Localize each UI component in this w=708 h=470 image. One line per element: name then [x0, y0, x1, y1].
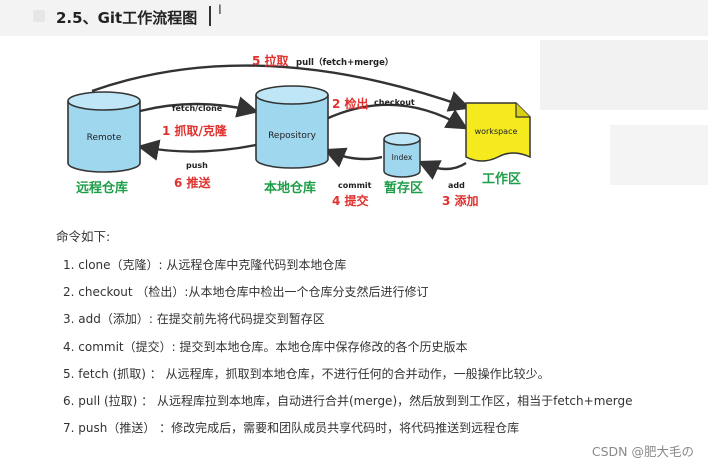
commit-arrow	[323, 147, 383, 168]
heading-collapse-icon[interactable]	[33, 10, 45, 22]
repository-node: Repository	[255, 85, 329, 169]
csdn-watermark: CSDN @肥大毛の	[591, 444, 694, 459]
section-heading[interactable]: 2.5、Git工作流程图	[56, 9, 198, 27]
command-item-fetch: 5. fetch (抓取) ： 从远程库，抓取到本地仓库，不进行任何的合并动作，…	[63, 366, 550, 381]
workspace-label: workspace	[475, 127, 518, 136]
command-item-commit: 4. commit（提交）: 提交到本地仓库。本地仓库中保存修改的各个历史版本	[63, 339, 468, 354]
index-label: Index	[392, 153, 413, 162]
fetch-command-label: fetch/clone	[172, 104, 223, 113]
commit-command-label: commit	[338, 181, 372, 190]
editor-caret	[209, 6, 211, 26]
remote-label: Remote	[87, 133, 122, 143]
command-item-add: 3. add（添加）: 在提交前先将代码提交到暂存区	[63, 312, 325, 327]
side-panel-shade-lower	[610, 125, 708, 185]
command-item-pull: 6. pull (拉取) ： 从远程库拉到本地库，自动进行合并(merge)，然…	[63, 393, 633, 408]
side-panel-shade	[540, 40, 708, 110]
add-step-label: 3 添加	[442, 193, 479, 208]
fetch-arrow	[139, 96, 259, 118]
commit-step-label: 4 提交	[332, 193, 369, 208]
text-cursor-icon: Ⅰ	[218, 3, 222, 18]
push-command-label: push	[186, 161, 208, 170]
command-item-push: 7. push（推送） ：修改完成后，需要和团队成员共享代码时，将代码推送到远程…	[63, 421, 520, 436]
fetch-step-label: 1 抓取/克隆	[162, 123, 228, 138]
command-list: 1. clone（克隆）: 从远程仓库中克隆代码到本地仓库 2. checkou…	[63, 252, 703, 442]
index-node: Index	[383, 132, 421, 178]
push-arrow	[137, 139, 257, 161]
add-arrow	[417, 160, 467, 180]
remote-caption: 远程仓库	[76, 180, 128, 196]
command-item-clone: 1. clone（克隆）: 从远程仓库中克隆代码到本地仓库	[63, 258, 347, 272]
working-caption: 工作区	[482, 171, 521, 187]
checkout-command-label: checkout	[374, 98, 415, 107]
staging-caption: 暂存区	[384, 180, 423, 196]
pull-step-label: 5 拉取	[252, 53, 289, 68]
commands-intro: 命令如下:	[56, 229, 111, 244]
workspace-node: workspace	[465, 102, 531, 162]
add-command-label: add	[448, 181, 465, 190]
checkout-step-label: 2 检出	[332, 96, 369, 111]
pull-arrow	[91, 64, 471, 112]
push-step-label: 6 推送	[174, 175, 212, 190]
pull-command-label: pull（fetch+merge）	[296, 57, 393, 68]
command-item-checkout: 2. checkout （检出）:从本地仓库中检出一个仓库分支然后进行修订	[63, 285, 429, 300]
git-workflow-diagram: Remote Repository Index workspace 5 拉取 p…	[67, 53, 531, 208]
heading-bar	[0, 0, 708, 36]
repository-label: Repository	[268, 131, 317, 141]
local-repo-caption: 本地仓库	[264, 180, 316, 196]
checkout-arrow	[325, 103, 469, 130]
remote-node: Remote	[67, 91, 141, 173]
